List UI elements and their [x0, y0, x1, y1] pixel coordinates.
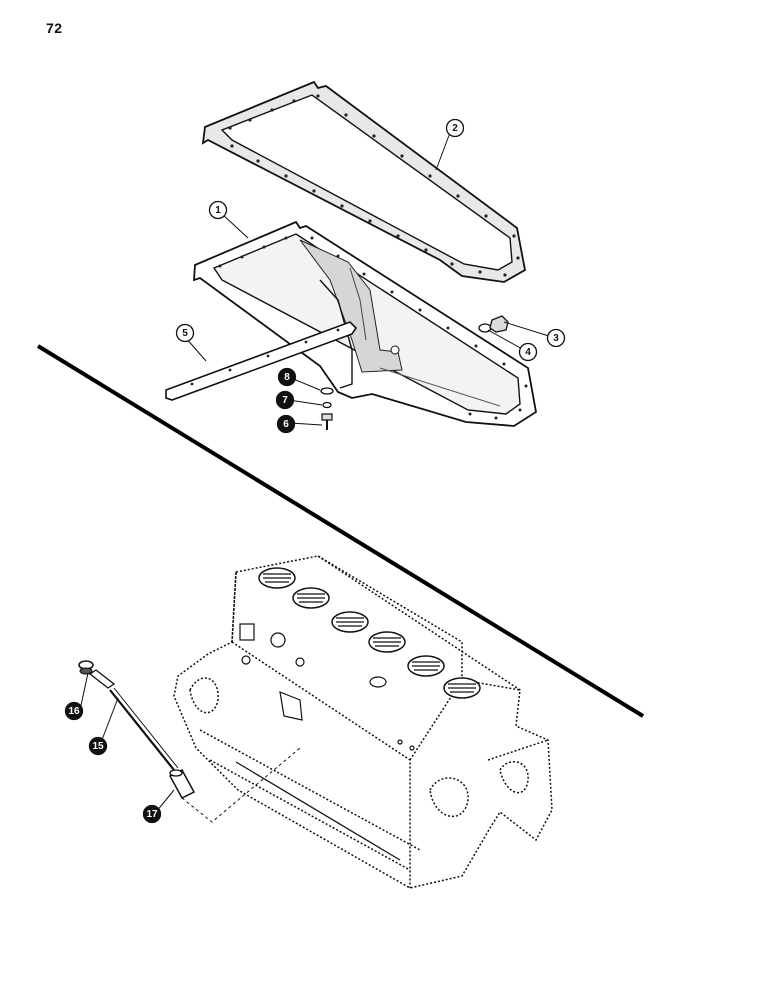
callout-1: 1 — [208, 200, 228, 220]
callout-circle — [208, 200, 228, 220]
callout-label: 3 — [553, 333, 559, 344]
callout-label: 2 — [452, 123, 458, 134]
callout-label: 5 — [182, 328, 188, 339]
callout-17: 17 — [142, 804, 162, 824]
callout-5: 5 — [175, 323, 195, 343]
callout-circle — [445, 118, 465, 138]
dipstick-tube — [168, 769, 196, 799]
oil-pan — [193, 220, 537, 427]
callout-circle — [277, 367, 297, 387]
dipstick-cap — [78, 660, 116, 689]
callout-3: 3 — [546, 328, 566, 348]
callout-circle — [142, 804, 162, 824]
callout-label: 17 — [146, 809, 158, 820]
block-details — [235, 623, 415, 861]
callout-2: 2 — [445, 118, 465, 138]
cylinder-bores — [258, 567, 481, 699]
callout-circle — [518, 342, 538, 362]
callout-circle — [546, 328, 566, 348]
callout-label: 15 — [92, 741, 104, 752]
callout-4: 4 — [518, 342, 538, 362]
callout-16: 16 — [64, 701, 84, 721]
oil-pan-gasket — [201, 80, 527, 283]
pan-bracket — [165, 321, 358, 401]
drain-plug — [478, 315, 509, 333]
leader-lines — [79, 129, 553, 823]
page-number: 72 — [46, 20, 63, 36]
gasket-bolt-holes — [228, 94, 520, 277]
callout-label: 4 — [525, 347, 531, 358]
callouts: 1 2 3 4 5 6 7 8 15 16 17 — [64, 118, 566, 824]
callout-label: 7 — [282, 395, 288, 406]
callout-circle — [276, 414, 296, 434]
separator-line — [36, 344, 645, 718]
callout-circle — [175, 323, 195, 343]
oil-pan-bolt-holes — [218, 236, 528, 420]
callout-8: 8 — [277, 367, 297, 387]
callout-circle — [64, 701, 84, 721]
callout-label: 1 — [215, 205, 221, 216]
cap-screw-assembly — [320, 387, 334, 430]
callout-7: 7 — [275, 390, 295, 410]
engine-block — [173, 555, 553, 889]
callout-label: 16 — [68, 706, 80, 717]
callout-circle — [275, 390, 295, 410]
callout-6: 6 — [276, 414, 296, 434]
callout-15: 15 — [88, 736, 108, 756]
callout-circle — [88, 736, 108, 756]
callout-label: 6 — [283, 419, 289, 430]
dipstick — [109, 687, 179, 771]
callout-label: 8 — [284, 372, 290, 383]
